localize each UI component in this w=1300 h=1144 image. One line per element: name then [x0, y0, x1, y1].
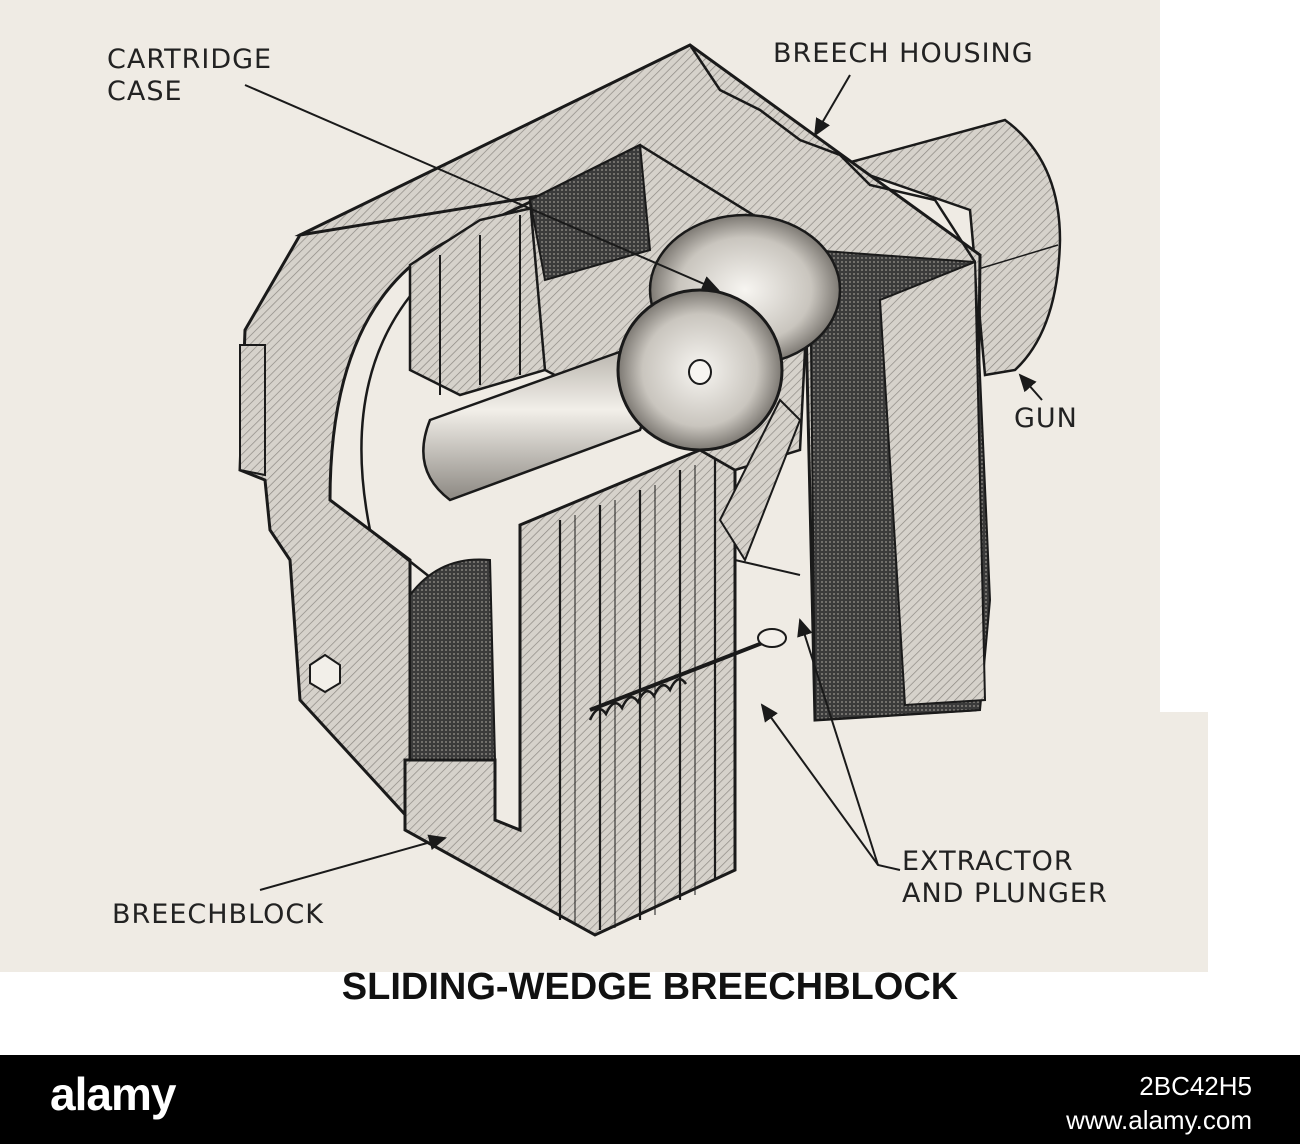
site-url: www.alamy.com: [1066, 1105, 1252, 1135]
figure-margin: [1160, 0, 1208, 712]
label-extractor-line1: EXTRACTOR: [902, 846, 1074, 877]
cartridge-case-disc: [616, 213, 842, 452]
label-extractor-line2: AND PLUNGER: [902, 878, 1108, 909]
image-id-block: 2BC42H5 www.alamy.com: [1066, 1069, 1252, 1137]
label-cartridge-case: CARTRIDGE CASE: [107, 44, 272, 108]
breechblock-diagram: [238, 43, 1062, 937]
figure-caption: SLIDING-WEDGE BREECHBLOCK: [341, 966, 959, 1008]
label-breechblock: BREECHBLOCK: [112, 899, 324, 930]
gun-barrel: [835, 118, 1062, 377]
label-cartridge-case-line2: CASE: [107, 76, 183, 107]
label-gun: GUN: [1014, 403, 1078, 434]
image-id: 2BC42H5: [1139, 1071, 1252, 1101]
watermark-footer: alamy 2BC42H5 www.alamy.com: [0, 1055, 1300, 1144]
housing-left-block: [238, 193, 546, 824]
label-cartridge-case-line1: CARTRIDGE: [107, 44, 273, 75]
label-breech-housing: BREECH HOUSING: [773, 38, 1034, 69]
label-extractor-and-plunger: EXTRACTOR AND PLUNGER: [902, 846, 1108, 910]
alamy-logo: alamy: [50, 1068, 176, 1120]
leader-lines: [244, 74, 1043, 891]
extractor-and-plunger-part: [588, 398, 802, 721]
page: CARTRIDGE CASE BREECH HOUSING GUN EXTRAC…: [0, 0, 1208, 1008]
